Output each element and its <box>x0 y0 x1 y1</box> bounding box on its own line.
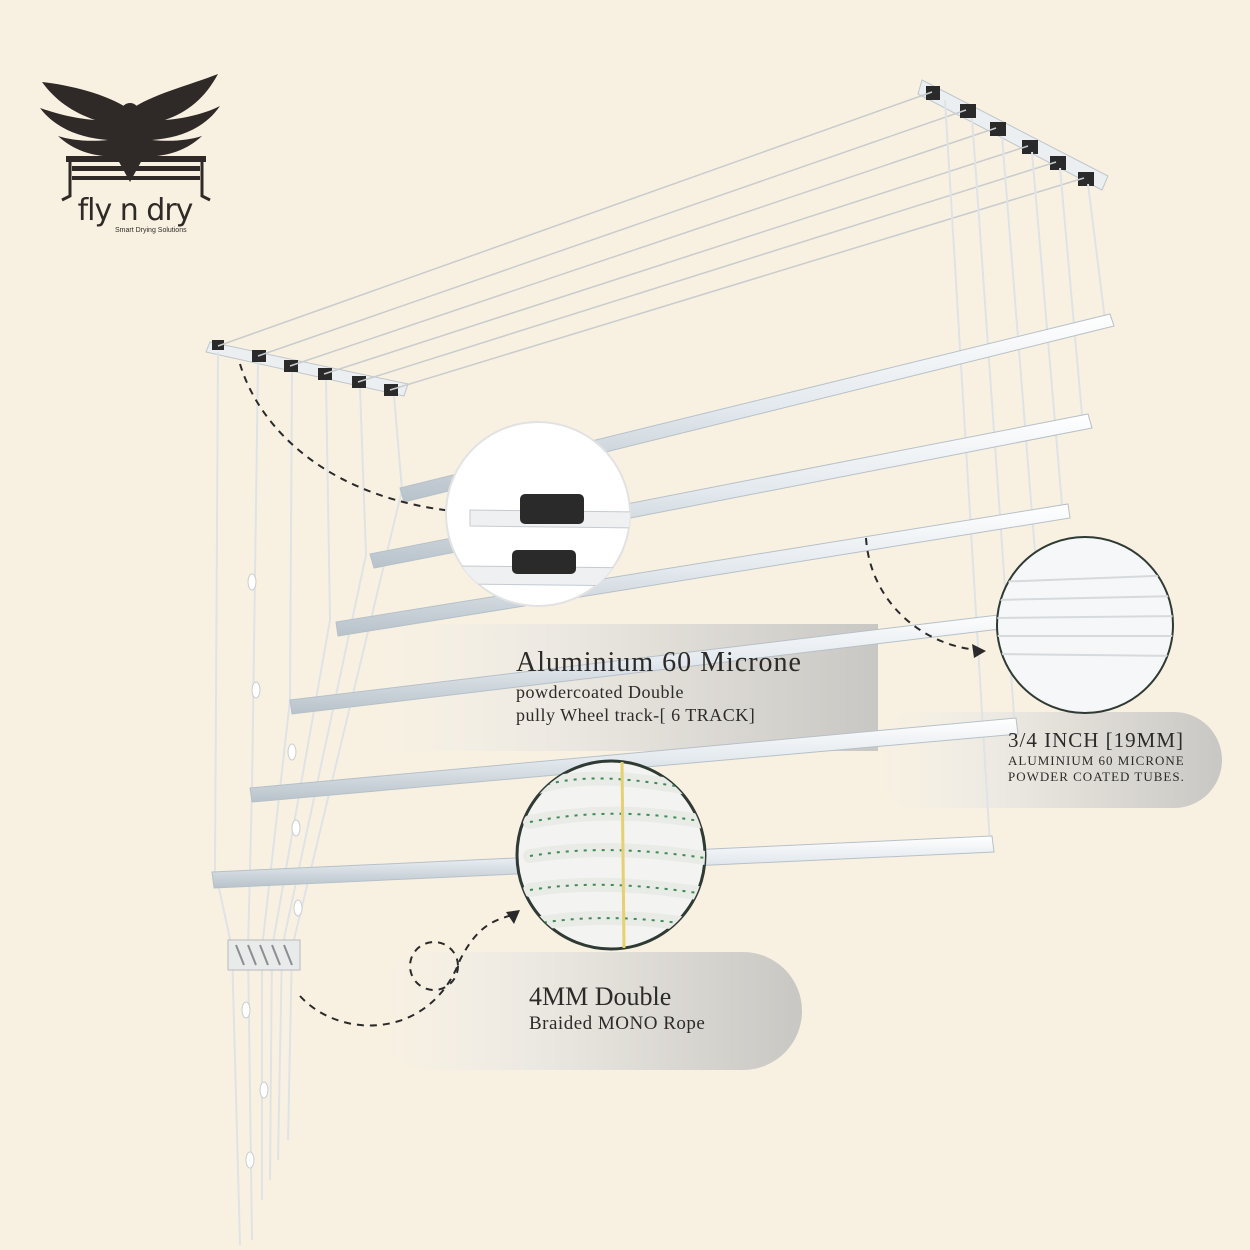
tube-line1: ALUMINIUM 60 MICRONE <box>1008 753 1185 768</box>
wall-hook <box>227 939 301 971</box>
rope-line1: Braided MONO Rope <box>529 1013 706 1034</box>
rope-callout-box <box>370 952 802 1070</box>
eagle-logo-icon <box>40 74 220 202</box>
brand-logo: fly n dry Smart Drying Solutions <box>60 196 210 235</box>
track-heading: Aluminium 60 Microne <box>516 647 802 678</box>
track-line2: pully Wheel track-[ 6 TRACK] <box>516 705 756 725</box>
brand-name: fly n dry <box>77 193 194 228</box>
left-pulley-bracket <box>205 340 409 397</box>
tube-line2: POWDER COATED TUBES. <box>1008 769 1185 784</box>
rope-callout: 4MM Double Braided MONO Rope <box>529 982 705 1036</box>
right-pulley-bracket <box>917 79 1109 191</box>
top-ropes <box>217 91 1085 391</box>
tube-callout: 3/4 INCH [19MM] ALUMINIUM 60 MICRONE POW… <box>1008 727 1185 785</box>
pulley-closeup-icon <box>445 421 631 607</box>
track-line1: powdercoated Double <box>516 682 684 702</box>
rope-toggles <box>241 573 303 1169</box>
tube-heading: 3/4 INCH [19MM] <box>1008 728 1184 752</box>
rope-closeup-icon <box>515 759 707 951</box>
tube-closeup-icon <box>996 536 1174 714</box>
dashed-arrows <box>239 363 979 1027</box>
track-callout: Aluminium 60 Microne powdercoated Double… <box>516 645 802 727</box>
rope-heading: 4MM Double <box>529 982 672 1011</box>
brand-tagline: Smart Drying Solutions <box>115 227 187 234</box>
left-hanging-ropes <box>213 351 404 1246</box>
